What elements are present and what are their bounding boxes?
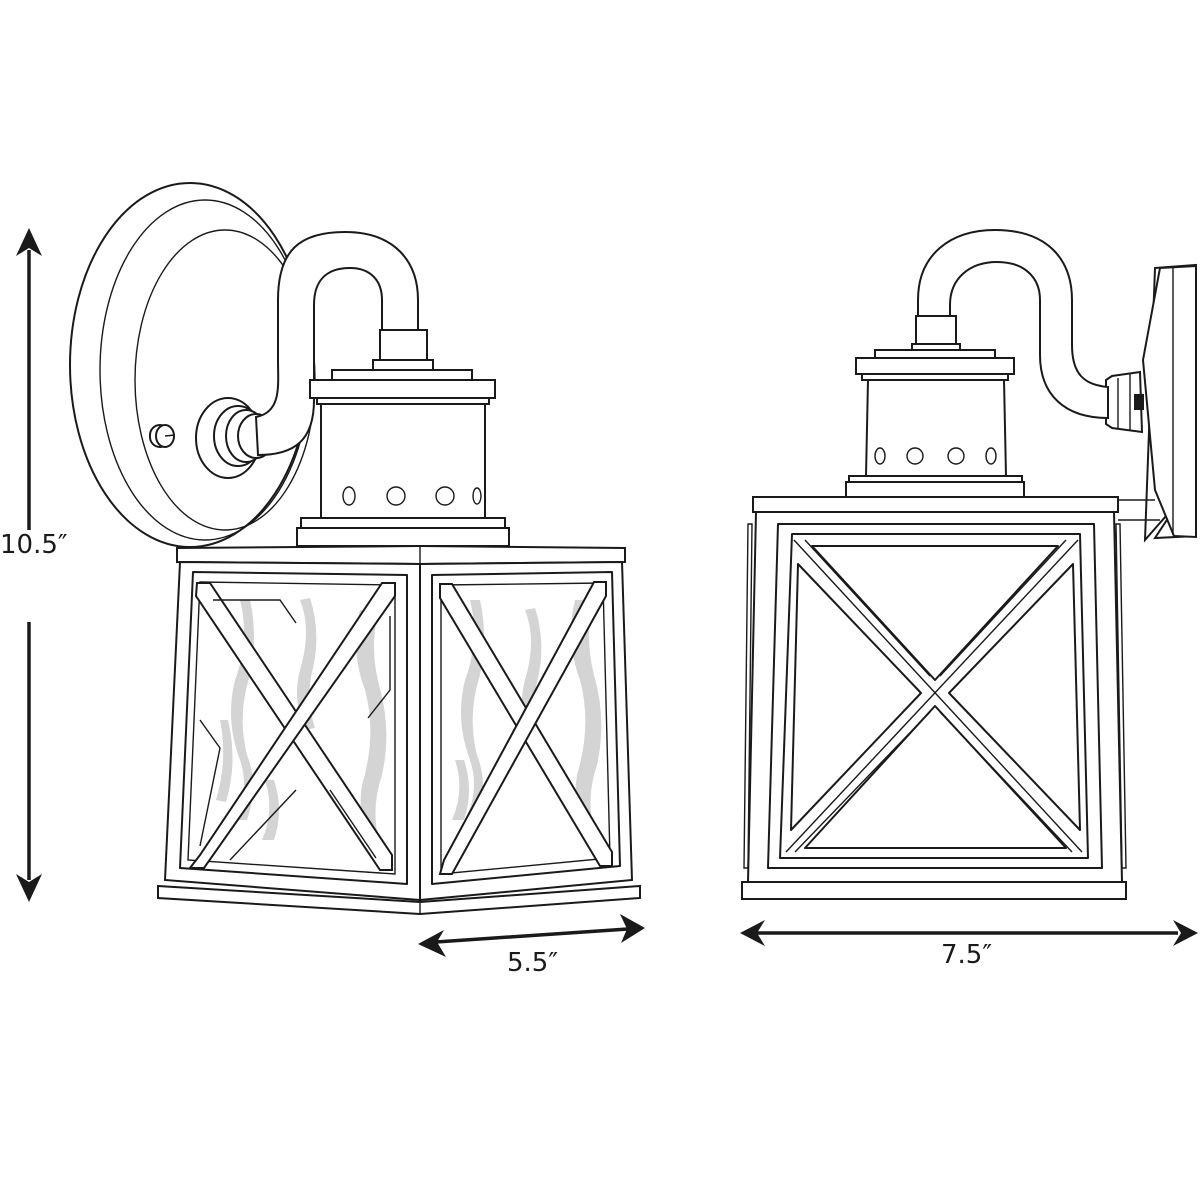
width-dimension-label: 7.5″ (941, 940, 993, 970)
depth-dimension-arrow (418, 914, 645, 957)
front-glass-panel (767, 523, 1103, 869)
lantern-side-view (69, 182, 641, 916)
arrow-down-icon (16, 874, 42, 902)
height-dimension-arrow (16, 228, 42, 902)
arrow-right-icon (620, 914, 645, 943)
arrow-up-icon (16, 228, 42, 256)
height-dimension-label: 10.5″ (0, 530, 68, 560)
lantern-front-view (741, 228, 1197, 900)
vent-holes (342, 486, 482, 506)
left-glass-panel (179, 571, 408, 885)
gooseneck-arm (917, 228, 1109, 420)
right-glass-panel (431, 571, 621, 885)
arrow-right-icon (1173, 920, 1198, 946)
depth-dimension-label: 5.5″ (507, 948, 559, 978)
arrow-left-icon (740, 920, 765, 946)
arm-connector (1105, 370, 1144, 434)
gooseneck-arm (254, 230, 419, 457)
arrow-left-icon (418, 930, 446, 957)
width-dimension-arrow (740, 920, 1198, 946)
vent-holes (874, 447, 997, 465)
wall-backplate (1141, 263, 1197, 543)
